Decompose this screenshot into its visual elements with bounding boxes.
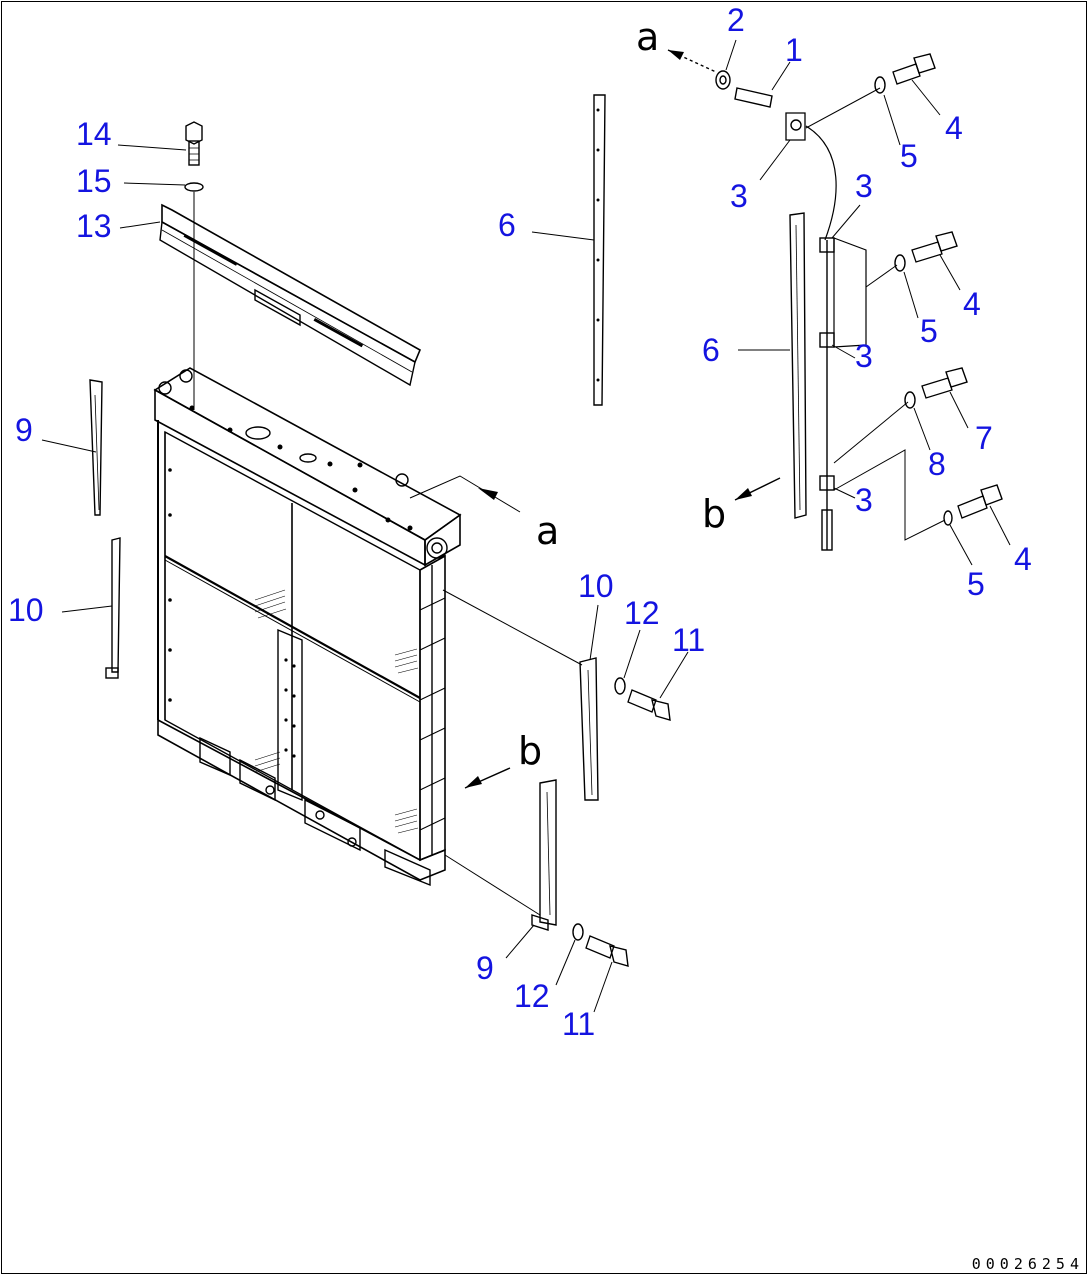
part-4-bolt-mid <box>911 231 958 263</box>
part-5-washer-low <box>943 510 953 526</box>
view-label-a-top: a <box>636 15 660 59</box>
part-7-bolt <box>921 367 968 399</box>
part-10-strip-right <box>579 657 599 801</box>
callout-15: 15 <box>76 163 112 199</box>
part-1-pin <box>734 87 773 108</box>
radiator-core <box>153 367 462 887</box>
callout-7: 7 <box>975 420 993 456</box>
callout-3-d: 3 <box>855 482 873 518</box>
view-label-b-core: b <box>518 729 543 773</box>
part-11-bolt-upper <box>627 689 671 721</box>
callout-9-left: 9 <box>15 412 33 448</box>
part-9-strip-right <box>531 779 557 931</box>
assembly-line-4-low <box>833 449 946 541</box>
callout-14: 14 <box>76 116 112 152</box>
drawing-number: 00026254 <box>971 1255 1084 1273</box>
part-10-strip-left <box>105 537 121 679</box>
part-12-washer-upper <box>614 677 626 695</box>
callout-3-c: 3 <box>855 338 873 374</box>
part-13-top-cover <box>159 203 422 387</box>
part-3-bracket-top <box>785 112 806 141</box>
part-6-strip-right <box>789 212 807 519</box>
callout-12-lower: 12 <box>514 978 550 1014</box>
callout-11-lower: 11 <box>562 1006 596 1042</box>
callout-4-mid: 4 <box>963 286 981 322</box>
part-11-bolt-lower <box>585 935 629 967</box>
callout-9-right: 9 <box>476 950 494 986</box>
part-6-strip-center <box>593 94 606 406</box>
assembly-line-7 <box>833 401 909 464</box>
part-3-clip-set <box>819 237 867 551</box>
view-a-arrow-core <box>409 475 521 513</box>
part-4-bolt-low <box>957 484 1003 519</box>
part-12-washer-lower <box>572 923 584 941</box>
part-8-washer <box>904 391 916 409</box>
callout-8: 8 <box>928 446 946 482</box>
callout-4-low: 4 <box>1014 541 1032 577</box>
callout-1: 1 <box>785 32 803 68</box>
assembly-line-4-top <box>805 87 881 129</box>
part-4-bolt-top <box>892 53 936 85</box>
callout-3-b: 3 <box>855 168 873 204</box>
callout-12-upper: 12 <box>624 595 660 631</box>
callout-13: 13 <box>76 208 112 244</box>
callout-4-top: 4 <box>945 110 963 146</box>
part-9-strip-left <box>89 379 103 516</box>
assembly-line-3 <box>805 125 837 241</box>
part-5-washer-top <box>874 76 886 94</box>
callout-10-left: 10 <box>8 592 44 628</box>
part-15-washer <box>184 182 204 192</box>
callout-3-a: 3 <box>730 178 748 214</box>
view-b-arrow-core <box>464 767 511 789</box>
assembly-line-9 <box>444 854 541 916</box>
view-b-arrow-right <box>734 477 781 501</box>
callout-5-mid: 5 <box>920 313 938 349</box>
part-14-bolt <box>185 121 203 166</box>
callout-6-right: 6 <box>702 332 720 368</box>
callout-5-top: 5 <box>900 138 918 174</box>
callout-2: 2 <box>727 2 745 38</box>
leader-lines <box>41 39 1011 1013</box>
callout-5-low: 5 <box>967 566 985 602</box>
callout-11-upper: 11 <box>672 622 706 658</box>
view-a-arrow-top <box>667 49 717 73</box>
view-label-b-right: b <box>702 492 727 536</box>
assembly-line-4-mid <box>865 264 898 288</box>
callout-10-right: 10 <box>578 568 614 604</box>
assembly-line-10 <box>442 589 583 666</box>
callout-6-center: 6 <box>498 207 516 243</box>
part-5-washer-mid <box>894 254 906 272</box>
view-label-a-core: a <box>536 509 560 553</box>
part-2-nut <box>715 70 731 90</box>
